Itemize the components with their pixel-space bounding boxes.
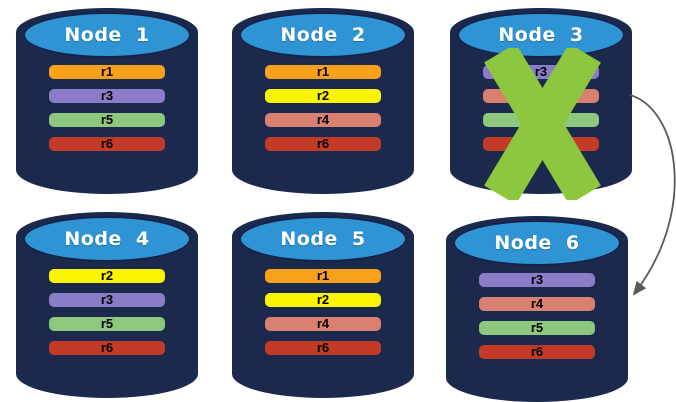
replica-bar: r4 xyxy=(479,297,595,311)
replica-bar: r3 xyxy=(479,273,595,287)
db-node-2: Node 2 r1 r2 r4 r6 xyxy=(232,8,414,194)
replica-bar: r3 xyxy=(49,293,165,307)
db-node-1: Node 1 r1 r3 r5 r6 xyxy=(16,8,198,194)
replica-list: r1 r2 r4 r6 xyxy=(265,65,381,151)
node-title: Node 4 xyxy=(64,228,150,250)
replica-bar: r2 xyxy=(265,293,381,307)
db-node-4: Node 4 r2 r3 r5 r6 xyxy=(16,212,198,398)
node-title: Node 1 xyxy=(64,24,150,46)
node-title: Node 6 xyxy=(494,232,580,254)
replica-bar: r2 xyxy=(49,269,165,283)
replica-list: r1 r3 r5 r6 xyxy=(49,65,165,151)
replica-bar: r1 xyxy=(265,269,381,283)
cylinder-top: Node 3 xyxy=(457,12,625,58)
replica-bar: r1 xyxy=(49,65,165,79)
replica-bar: r5 xyxy=(49,317,165,331)
failure-x-icon xyxy=(484,48,601,200)
replica-bar: r2 xyxy=(265,89,381,103)
replica-bar: r4 xyxy=(265,317,381,331)
node-title: Node 5 xyxy=(280,228,366,250)
replica-list: r2 r3 r5 r6 xyxy=(49,269,165,355)
replica-bar: r5 xyxy=(49,113,165,127)
replica-bar: r6 xyxy=(479,345,595,359)
cylinder-top: Node 4 xyxy=(23,216,191,262)
cylinder-top: Node 1 xyxy=(23,12,191,58)
cylinder-top: Node 5 xyxy=(239,216,407,262)
replica-bar: r6 xyxy=(265,137,381,151)
replica-bar: r5 xyxy=(479,321,595,335)
node-title: Node 2 xyxy=(280,24,366,46)
cylinder-top: Node 2 xyxy=(239,12,407,58)
arrow-curve xyxy=(629,94,676,296)
cylinder-top: Node 6 xyxy=(453,220,621,266)
db-node-6: Node 6 r3 r4 r5 r6 xyxy=(446,216,628,402)
db-node-3: Node 3 r3 xyxy=(450,8,632,200)
db-node-5: Node 5 r1 r2 r4 r6 xyxy=(232,212,414,398)
replica-list: r1 r2 r4 r6 xyxy=(265,269,381,355)
replica-list: r3 r4 r5 r6 xyxy=(479,273,595,359)
replica-bar: r4 xyxy=(265,113,381,127)
replica-bar: r1 xyxy=(265,65,381,79)
replica-bar: r6 xyxy=(49,137,165,151)
node-title: Node 3 xyxy=(498,24,584,46)
replica-bar: r3 xyxy=(49,89,165,103)
replica-bar: r6 xyxy=(265,341,381,355)
replica-bar: r6 xyxy=(49,341,165,355)
